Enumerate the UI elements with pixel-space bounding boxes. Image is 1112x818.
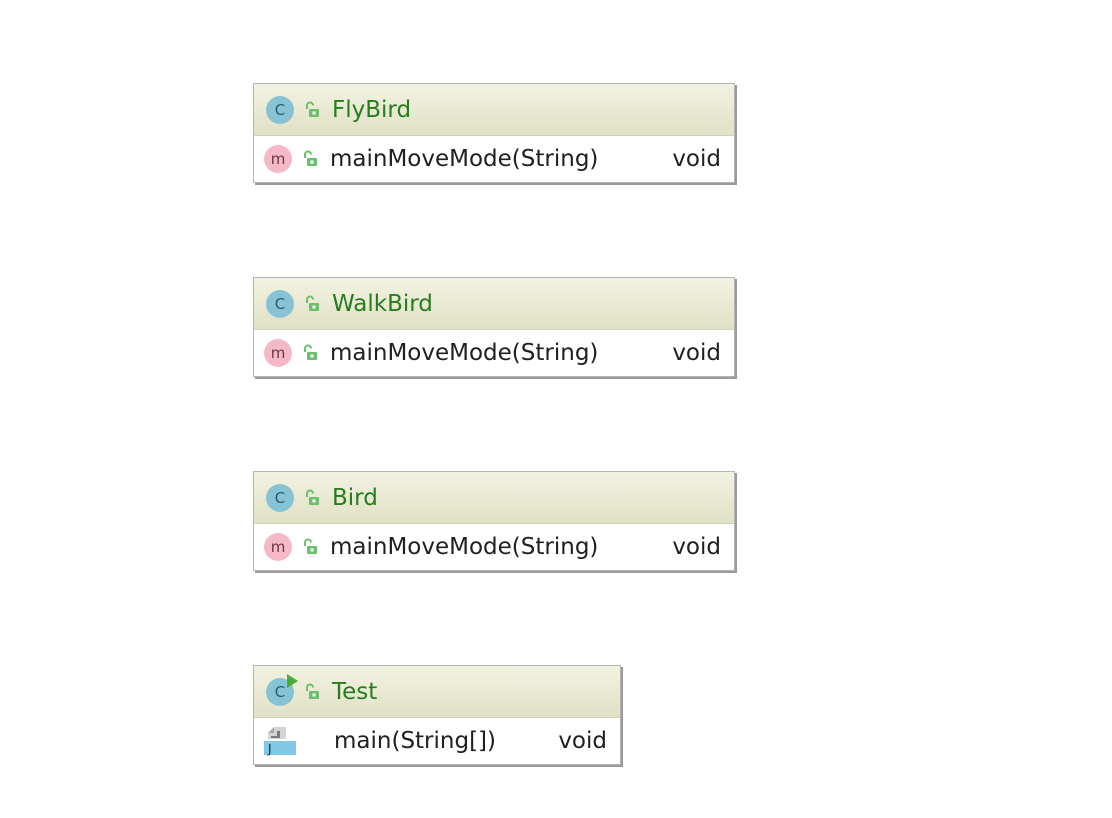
java-file-icon: J: [264, 727, 296, 756]
method-name: mainMoveMode(String): [330, 340, 599, 366]
class-icon: C: [266, 95, 294, 124]
class-header[interactable]: C Test: [254, 666, 620, 718]
method-row[interactable]: m mainMoveMode(String) void: [254, 524, 734, 570]
class-node-walkbird[interactable]: C WalkBird m mainMoveMode(String) void: [253, 277, 735, 377]
class-name: WalkBird: [332, 290, 433, 317]
method-icon: m: [264, 145, 292, 173]
public-lock-icon: [304, 150, 317, 166]
public-lock-icon: [304, 538, 317, 554]
class-node-test[interactable]: C Test J main(String[]) void: [253, 665, 621, 765]
class-name: Bird: [332, 484, 378, 511]
public-lock-icon: [306, 683, 319, 699]
method-icon: m: [264, 533, 292, 561]
method-icon: m: [264, 339, 292, 367]
class-icon: C: [266, 289, 294, 318]
method-name: main(String[]): [334, 728, 496, 754]
class-header[interactable]: C WalkBird: [254, 278, 734, 330]
run-badge-icon: [287, 673, 298, 688]
method-return-type: void: [672, 534, 721, 560]
method-return-type: void: [558, 728, 607, 754]
class-node-flybird[interactable]: C FlyBird m mainMoveMode(String) void: [253, 83, 735, 183]
method-return-type: void: [672, 340, 721, 366]
method-name: mainMoveMode(String): [330, 146, 599, 172]
class-node-bird[interactable]: C Bird m mainMoveMode(String) void: [253, 471, 735, 571]
class-header[interactable]: C Bird: [254, 472, 734, 524]
public-lock-icon: [306, 489, 319, 505]
class-icon: C: [266, 483, 294, 512]
method-row[interactable]: m mainMoveMode(String) void: [254, 330, 734, 376]
public-lock-icon: [306, 295, 319, 311]
class-header[interactable]: C FlyBird: [254, 84, 734, 136]
method-name: mainMoveMode(String): [330, 534, 599, 560]
public-lock-icon: [304, 344, 317, 360]
runnable-class-icon: C: [266, 673, 298, 706]
method-return-type: void: [672, 146, 721, 172]
class-name: FlyBird: [332, 96, 412, 123]
class-icon-letter: C: [274, 682, 286, 701]
public-lock-icon: [306, 101, 319, 117]
method-row[interactable]: m mainMoveMode(String) void: [254, 136, 734, 182]
method-row[interactable]: J main(String[]) void: [254, 718, 620, 764]
java-file-letter: J: [267, 742, 272, 756]
class-name: Test: [332, 678, 378, 705]
